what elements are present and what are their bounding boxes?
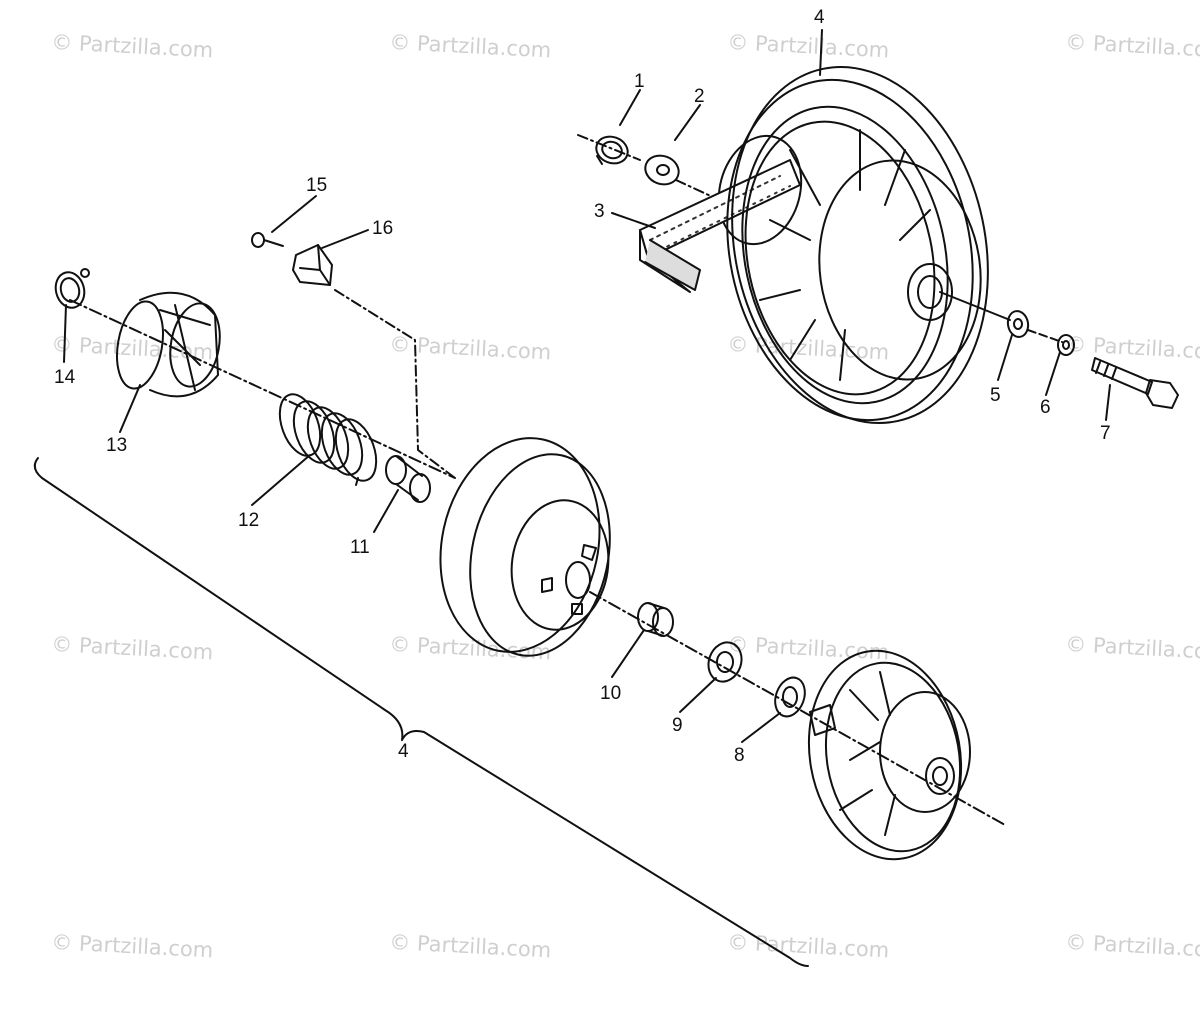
callout-part-4: 4 (814, 7, 825, 28)
callout-part-16: 16 (372, 218, 394, 239)
washer-part-8 (774, 676, 806, 718)
washer-part-2 (644, 154, 680, 186)
fixed-sheave (807, 649, 971, 861)
driven-clutch-assembly-upper (577, 66, 1063, 424)
snap-ring-part-14 (54, 268, 90, 309)
cam-part-13 (116, 291, 221, 398)
callout-part-3: 3 (594, 201, 605, 222)
screw-part-15 (251, 232, 284, 248)
callout-part-8: 8 (734, 745, 745, 766)
callout-part-1: 1 (634, 71, 645, 92)
washer-part-9 (707, 641, 743, 683)
callout-part-6: 6 (1040, 397, 1051, 418)
bolt-part-7 (1091, 357, 1179, 409)
callout-part-13: 13 (106, 435, 128, 456)
bushing-part-11 (385, 455, 431, 503)
spring-part-12 (278, 393, 378, 486)
slider-part-16 (292, 244, 333, 286)
bushing-part-10 (637, 602, 674, 637)
bushing-part-1 (595, 135, 629, 165)
callout-part-9: 9 (672, 715, 683, 736)
callout-part-12: 12 (238, 510, 260, 531)
movable-sheave (439, 437, 611, 657)
callout-part-2: 2 (694, 86, 705, 107)
callout-part-11: 11 (350, 537, 370, 558)
drive-belt-part-3 (639, 159, 801, 293)
lock-washer-part-6 (1057, 334, 1075, 356)
callout-part-14: 14 (54, 367, 76, 388)
washer-part-5 (1006, 310, 1030, 338)
callout-part-15: 15 (306, 175, 328, 196)
callout-part-10: 10 (600, 683, 622, 704)
callout-part-5: 5 (990, 385, 1001, 406)
callout-part-4-assembly: 4 (398, 741, 409, 762)
callout-part-7: 7 (1100, 423, 1111, 444)
